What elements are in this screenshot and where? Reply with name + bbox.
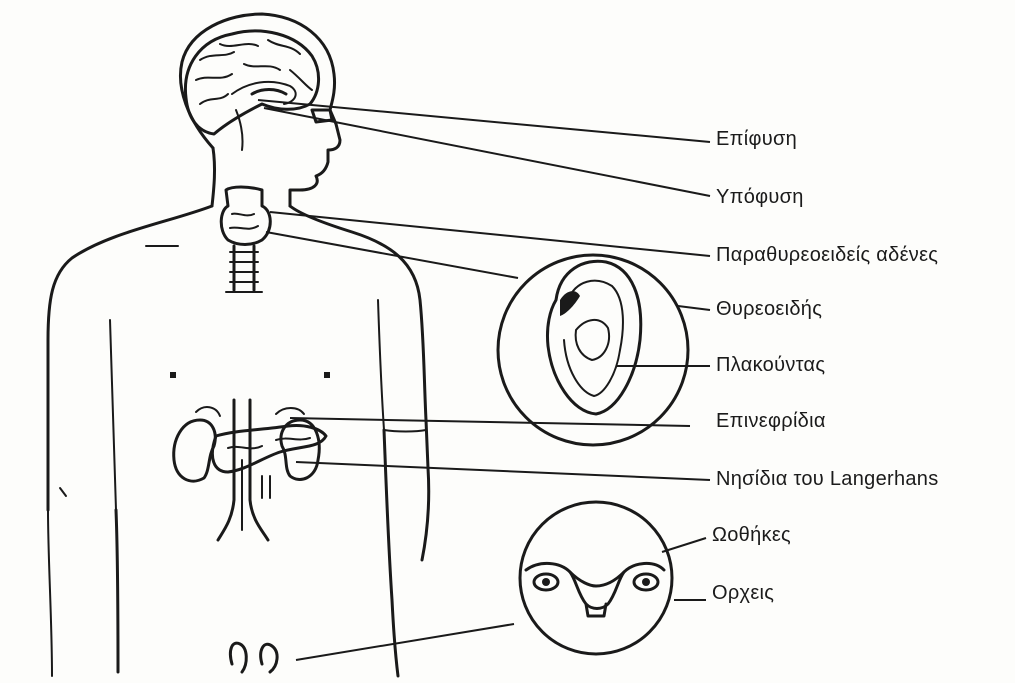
brain: [185, 31, 332, 150]
leader-epinefridia: [290, 418, 690, 426]
label-nisidia: Νησίδια του Langerhans: [716, 468, 939, 491]
thyroid-trachea: [221, 187, 270, 292]
leader-oothikes: [662, 538, 706, 552]
label-plakountas: Πλακούντας: [716, 354, 825, 377]
abdominal-organs: [174, 400, 326, 540]
label-ypofysi: Υπόφυση: [716, 186, 804, 209]
leader-thyreoeidis: [266, 232, 518, 278]
ovaries-inset: [520, 502, 672, 654]
label-oothikes: Ωοθήκες: [712, 524, 791, 547]
leader-orxeis-body: [296, 624, 514, 660]
leader-parathyreoeideis: [270, 212, 710, 256]
body-outline: [48, 14, 429, 676]
placenta-inset: [498, 255, 688, 445]
testes: [230, 643, 277, 672]
leader-thyreoeidis-tail: [678, 306, 710, 310]
leader-lines: [258, 100, 710, 660]
leader-nisidia: [296, 462, 710, 480]
label-orxeis: Ορχεις: [712, 582, 774, 605]
label-parathyreoeideis: Παραθυρεοειδείς αδένες: [716, 244, 938, 267]
label-thyreoeidis: Θυρεοειδής: [716, 298, 822, 321]
label-epinefridia: Επινεφρίδια: [716, 410, 826, 433]
label-epifysi: Επίφυση: [716, 128, 797, 151]
